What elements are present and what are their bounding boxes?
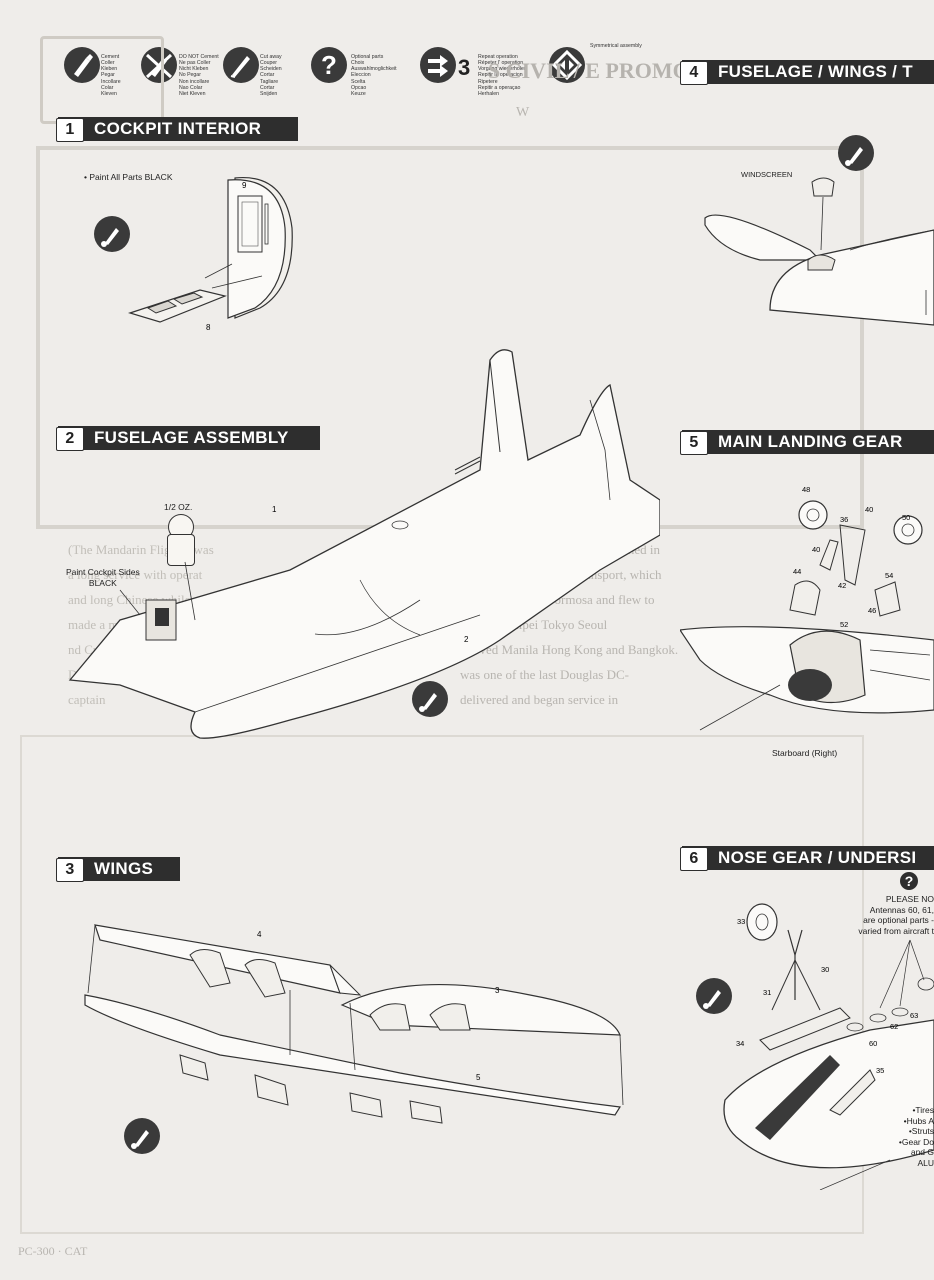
part-number-44: 44 — [793, 567, 801, 576]
windscreen-label: WINDSCREEN — [741, 170, 793, 179]
part-number-3: 3 — [495, 986, 500, 995]
paint-brush-icon — [94, 216, 130, 252]
part-number-31: 31 — [763, 988, 771, 997]
part-number-63: 63 — [910, 1011, 918, 1020]
nose-wheel-33 — [746, 903, 778, 941]
part-number-35: 35 — [876, 1066, 884, 1075]
nose-gear-diagram: 33 30 31 34 62 63 60 35 — [723, 903, 934, 1190]
cockpit-diagram: 9 8 — [127, 177, 293, 332]
weight-base — [167, 534, 195, 566]
background-panel-lower — [20, 735, 864, 1234]
part-number-4: 4 — [257, 930, 262, 939]
paint-brush-icon-3 — [124, 1118, 160, 1154]
fuselage-wings-diagram — [704, 177, 934, 326]
part-number-8: 8 — [206, 323, 211, 332]
step-1-title: COCKPIT INTERIOR — [94, 119, 262, 138]
symmetrical-icon — [549, 47, 585, 83]
step-3-title: WINGS — [94, 859, 154, 878]
symmetrical-text: Symmetrical assembly — [590, 43, 642, 49]
wheel-50 — [893, 515, 923, 545]
paint-cockpit-sides-note: Paint Cockpit Sides BLACK — [66, 567, 140, 588]
repeat-number: 3 — [458, 55, 471, 80]
part-number-30: 30 — [821, 965, 829, 974]
ghost-letter: W — [516, 105, 530, 120]
step-5-title: MAIN LANDING GEAR — [718, 432, 903, 451]
part-number-5: 5 — [476, 1073, 481, 1082]
part-number-36: 36 — [840, 515, 848, 524]
part-number-52: 52 — [840, 620, 848, 629]
part-number-50: 50 — [902, 513, 910, 522]
main-gear-diagram: 48 36 40 50 40 44 42 54 46 52 — [680, 485, 934, 731]
svg-text:?: ? — [321, 50, 337, 80]
repeat-icon — [420, 47, 456, 83]
step-2-title: FUSELAGE ASSEMBLY — [94, 428, 289, 447]
ghost-logo — [40, 36, 164, 124]
part-number-46: 46 — [868, 606, 876, 615]
starboard-caption: Starboard (Right) — [772, 748, 838, 758]
part-number-33: 33 — [737, 917, 745, 926]
step-6-title: NOSE GEAR / UNDERSI — [718, 848, 917, 867]
paint-list-note: •Tires •Hubs A •Struts •Gear Do and G AL… — [898, 1105, 934, 1168]
part-number-34: 34 — [736, 1039, 744, 1048]
part-number-60: 60 — [869, 1039, 877, 1048]
fuselage-diagram: 1 2 — [68, 349, 660, 739]
ghost-bottom: PC-300 · CAT — [18, 1244, 88, 1258]
question-icon-2: ? — [900, 872, 918, 890]
part-number-9: 9 — [242, 181, 247, 190]
part-number-48: 48 — [802, 485, 810, 494]
part-number-54: 54 — [885, 571, 893, 580]
paint-all-black-note: • Paint All Parts BLACK — [84, 172, 173, 182]
weight-label: 1/2 OZ. — [164, 502, 193, 512]
part-number-42: 42 — [838, 581, 846, 590]
wings-diagram: 4 3 5 — [84, 924, 624, 1124]
cement-icon — [64, 47, 100, 83]
cut-away-icon — [223, 47, 259, 83]
step-4-title: FUSELAGE / WINGS / T — [718, 62, 913, 81]
part-number-40: 40 — [865, 505, 873, 514]
part-number-1: 1 — [272, 505, 277, 514]
part-number-2: 2 — [464, 635, 469, 644]
paint-brush-icon-2 — [412, 681, 448, 717]
wheel-48 — [798, 500, 828, 530]
question-icon: ? — [311, 47, 347, 83]
paint-brush-icon-5 — [696, 978, 732, 1014]
part-number-40b: 40 — [812, 545, 820, 554]
optional-antenna-note: PLEASE NO Antennas 60, 61, are optional … — [858, 894, 934, 936]
paint-brush-icon-4 — [838, 135, 874, 171]
part-number-62: 62 — [890, 1022, 898, 1031]
